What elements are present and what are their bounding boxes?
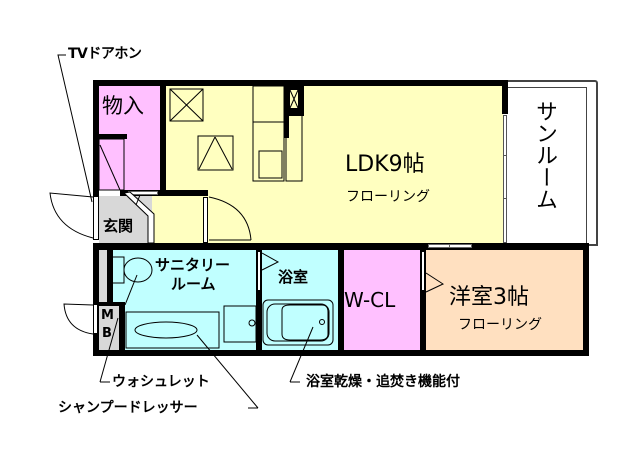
hall-door-jamb xyxy=(203,197,208,243)
bathroom xyxy=(262,250,338,352)
wall-wcl-western xyxy=(420,250,426,356)
western-label: 洋室3帖 xyxy=(449,285,529,310)
wall-sanitary-bath xyxy=(256,250,262,356)
sanitary-label-line2: ルーム xyxy=(171,275,216,293)
ldk-room xyxy=(166,86,503,243)
tv-intercom-label: TVドアホン xyxy=(68,46,142,62)
ldk-floor-label: フローリング xyxy=(346,189,430,205)
walk-in-closet xyxy=(344,250,420,352)
wall-bottom xyxy=(93,350,589,356)
wall-storage-shelf xyxy=(99,134,127,139)
wall-storage-bottom xyxy=(120,190,208,196)
ldk-label: LDK9帖 xyxy=(345,152,425,177)
ldk-western-window xyxy=(428,244,472,248)
wall-ldk-right-upper xyxy=(502,80,508,114)
entrance-label: 玄関 xyxy=(103,217,134,235)
sanitary-room xyxy=(113,250,256,352)
wall-mb-right xyxy=(119,302,125,352)
bath-door-jamb xyxy=(257,251,261,291)
bath-label: 浴室 xyxy=(278,268,309,286)
wall-storage-right xyxy=(160,80,166,196)
wall-middle xyxy=(93,243,583,250)
sanitary-label-line1: サニタリー xyxy=(155,256,231,274)
mb-label-line1: M xyxy=(101,308,114,323)
sunroom xyxy=(505,80,598,246)
sunroom-window xyxy=(503,115,507,243)
hall-area xyxy=(152,196,208,243)
wall-left-upper xyxy=(93,80,99,196)
entrance-door-jamb xyxy=(93,196,99,240)
mb-door-jamb xyxy=(93,304,98,334)
shampoo-dresser-label: シャンプードレッサー xyxy=(58,400,198,416)
wall-right-lower xyxy=(583,243,589,356)
wall-top xyxy=(93,80,507,86)
storage-label: 物入 xyxy=(102,94,144,118)
western-room xyxy=(426,250,583,352)
sunroom-label: サンルーム xyxy=(532,100,557,210)
wall-mb-top xyxy=(99,302,125,306)
mb-space xyxy=(99,305,119,350)
wall-bath-wcl xyxy=(338,250,344,356)
bath-features-label: 浴室乾燥・追焚き機能付 xyxy=(306,374,460,390)
western-door-jamb xyxy=(421,251,425,291)
wall-left-lower xyxy=(93,243,99,356)
western-floor-label: フローリング xyxy=(458,317,542,333)
washlet-label: ウォシュレット xyxy=(112,374,210,390)
pipe-space xyxy=(99,250,107,302)
mb-label-line2: B xyxy=(102,326,112,341)
wall-sanitary-left xyxy=(107,250,113,302)
wcl-label: W-CL xyxy=(344,288,396,312)
